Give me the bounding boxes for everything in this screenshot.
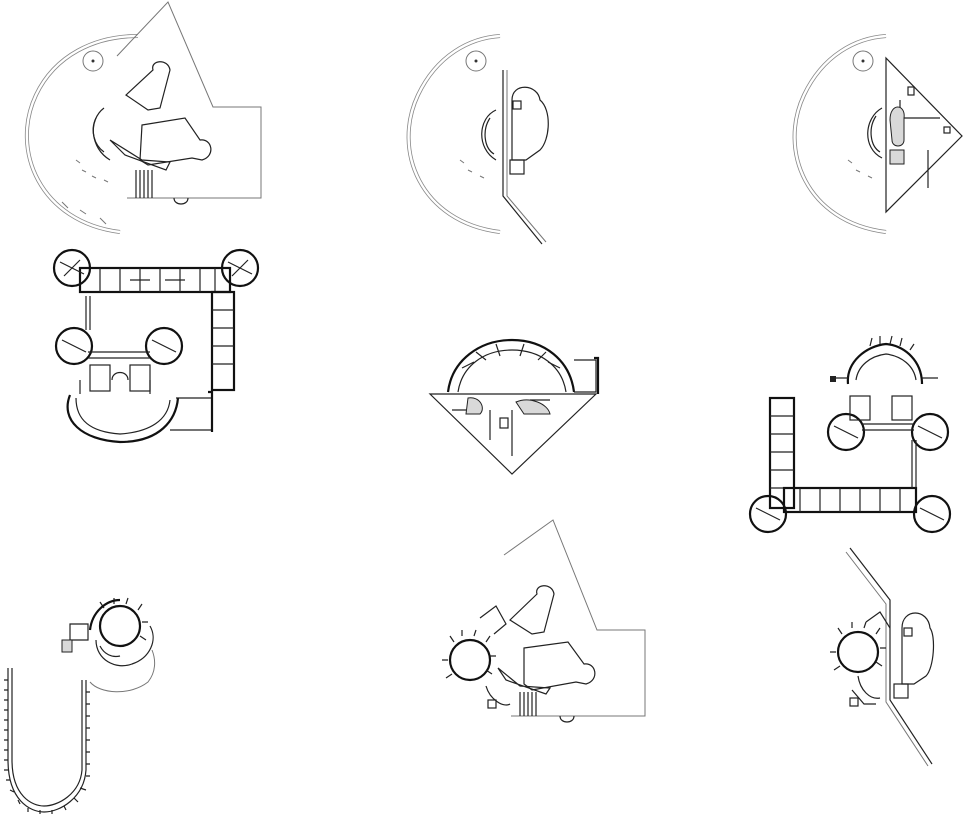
plan-curved-wall-lobe-building [406,34,549,245]
plan-gear-rotunda-wedge-site [442,519,646,723]
plan-gear-rotunda-lobe-building [830,547,935,767]
plan-curved-wall-triangle-grid [792,34,963,234]
plan-semicircle-triangle-grid [428,338,600,475]
plan-gear-rotunda-serrated-wall [4,597,156,814]
plan-curved-wall-wedge-site [25,1,262,234]
plan-courtyard-round-towers [52,248,260,444]
plan-l-shape-gear-rotunda [748,335,952,534]
